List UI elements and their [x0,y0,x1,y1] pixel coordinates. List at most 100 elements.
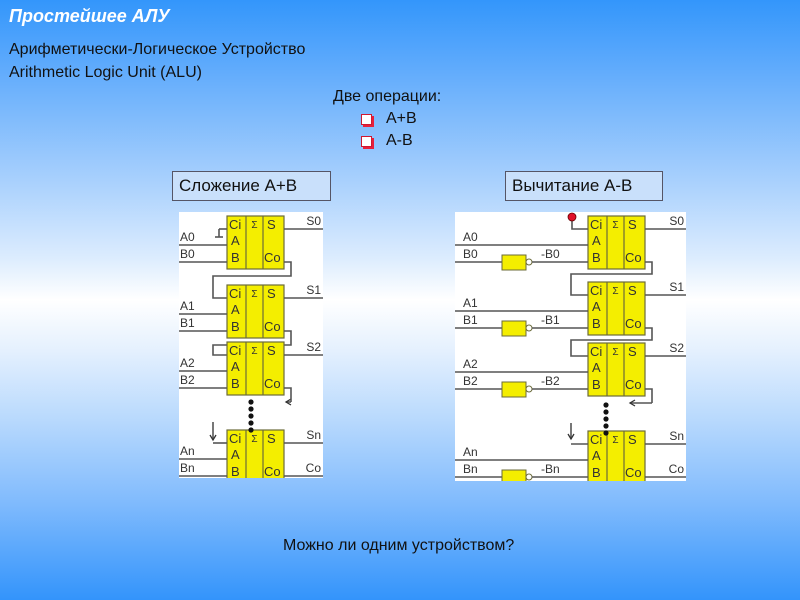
question-text: Можно ли одним устройством? [283,537,515,554]
cell-port-ci: Ci [590,217,602,232]
cell-port-co: Co [625,250,642,265]
adder-cell-body [587,215,646,270]
cell-port-a: A [592,233,601,248]
cell-port-s: S [628,217,637,232]
subtitle-english: Arithmetic Logic Unit (ALU) [9,64,202,81]
subtitle-russian: Арифметически-Логическое Устройство [9,41,306,58]
cell-port-s: S [628,344,637,359]
ellipsis-dot [248,413,254,419]
sigma-icon: Σ [251,346,257,357]
cell-port-a: A [231,359,240,374]
cell-port-b: B [231,464,240,478]
ellipsis-dot [248,406,254,412]
cell-port-a: A [592,299,601,314]
b-input-label: B1 [463,313,478,327]
carry-wire [570,327,653,357]
inverted-b-label: -B1 [541,313,560,327]
a-input-label: A2 [463,357,478,371]
inverter-icon [501,381,527,398]
sigma-icon: Σ [612,347,618,358]
sum-label: S2 [306,340,321,354]
ellipsis-dot [603,409,609,415]
sigma-icon: Σ [251,434,257,445]
cell-port-co: Co [264,319,281,334]
arrow-down-icon [209,434,217,442]
checkbox-bullet-icon [361,135,372,147]
cell-port-co: Co [264,376,281,391]
b-input-label: B0 [463,247,478,261]
cell-port-ci: Ci [229,431,241,446]
a-input-label: An [180,444,195,458]
slide-title: Простейшее АЛУ [9,6,170,26]
cell-port-co: Co [625,465,642,480]
cell-port-ci: Ci [229,286,241,301]
cell-port-b: B [231,250,240,265]
checkbox-bullet-icon [361,113,372,125]
cell-port-b: B [592,316,601,331]
carry-out-label: Co [669,462,685,476]
cell-port-b: B [231,319,240,334]
carry-wire [645,388,653,403]
carry-wire [212,261,292,299]
inverter-bubble-icon [525,385,533,393]
inverter-bubble-icon [525,258,533,266]
b-input-label: B2 [180,373,195,387]
cell-port-co: Co [625,316,642,331]
cell-port-a: A [592,448,601,463]
ellipsis-dot [603,416,609,422]
cell-port-s: S [267,217,276,232]
cell-port-ci: Ci [590,344,602,359]
ellipsis-dot [248,399,254,405]
cell-port-s: S [267,286,276,301]
carry-in-wire [571,219,588,230]
adder-cell-body [226,429,285,484]
cell-port-co: Co [264,250,281,265]
b-input-label: B0 [180,247,195,261]
b-input-label: B2 [463,374,478,388]
cell-port-a: A [231,302,240,317]
operations-list: A+B A-B [361,108,441,152]
operations-heading: Две операции: [333,88,442,105]
ellipsis-dot [248,427,254,433]
operations-block: Две операции: A+B A-B [333,88,441,152]
inverted-b-label: -B2 [541,374,560,388]
cell-port-ci: Ci [229,343,241,358]
adder-cell-body [587,281,646,336]
ellipsis-dot [248,420,254,426]
operation-label: A-B [386,132,413,149]
sigma-icon: Σ [251,220,257,231]
sigma-icon: Σ [251,289,257,300]
addition-label: Сложение A+B [172,171,331,201]
cell-port-s: S [628,283,637,298]
cell-port-s: S [267,431,276,446]
a-input-label: A1 [180,299,195,313]
carry-wire [284,387,292,402]
ellipsis-dot [603,402,609,408]
a-input-label: A0 [463,230,478,244]
cell-port-a: A [231,447,240,462]
carry-out-label: Co [306,461,322,475]
cell-port-s: S [267,343,276,358]
sum-label: S2 [669,341,684,355]
arrow-down-icon [567,433,575,441]
cell-port-b: B [231,376,240,391]
carry-in-one-dot-icon [567,212,577,222]
sum-label: Sn [669,429,684,443]
cell-port-b: B [592,377,601,392]
inverted-b-label: -B0 [541,247,560,261]
sum-label: S1 [669,280,684,294]
cell-port-ci: Ci [590,283,602,298]
cell-port-ci: Ci [229,217,241,232]
sum-label: S0 [306,214,321,228]
b-input-label: Bn [180,461,195,475]
adder-cell-body [587,342,646,397]
operation-item: A+B [361,108,441,130]
